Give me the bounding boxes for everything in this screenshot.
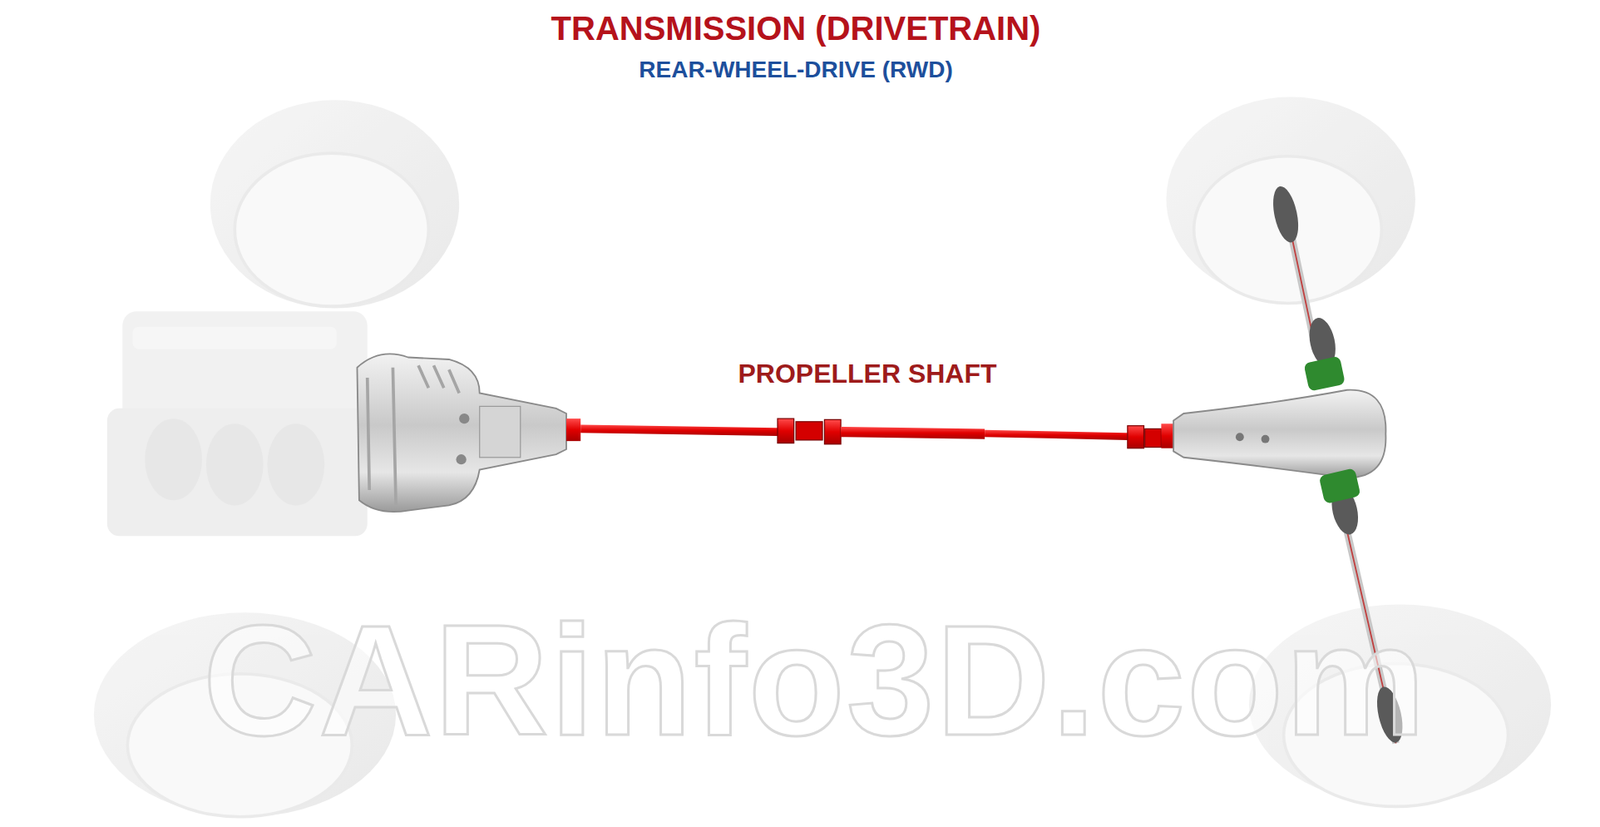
differential	[1173, 355, 1386, 504]
subtitle: REAR-WHEEL-DRIVE (RWD)	[638, 57, 953, 84]
watermark: CARinfo3D.com	[202, 600, 1428, 759]
propeller-shaft	[566, 418, 1176, 449]
gearbox	[356, 353, 567, 512]
part-label: PROPELLER SHAFT	[737, 359, 997, 389]
diagram-title: TRANSMISSION (DRIVETRAIN)	[551, 9, 1042, 47]
engine	[107, 311, 368, 536]
wheel	[93, 97, 1551, 817]
